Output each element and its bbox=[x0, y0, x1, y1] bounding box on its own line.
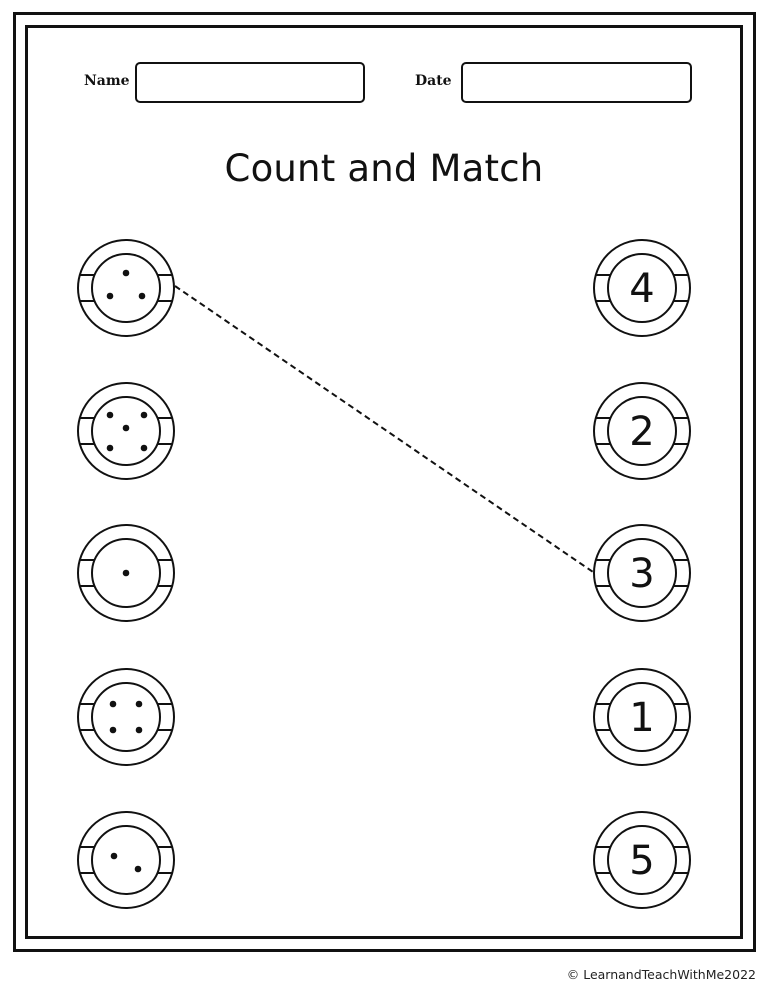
number-circle-4[interactable]: 4 bbox=[593, 239, 691, 337]
outer-page-border bbox=[13, 12, 756, 952]
dot-icon bbox=[135, 726, 143, 734]
dot-icon bbox=[109, 700, 117, 708]
dot-icon bbox=[135, 700, 143, 708]
number-label: 2 bbox=[629, 409, 654, 455]
number-label: 5 bbox=[629, 838, 654, 884]
dot-circle-4[interactable] bbox=[77, 668, 175, 766]
date-label: Date bbox=[415, 73, 452, 89]
number-label: 4 bbox=[629, 266, 654, 312]
dot-icon bbox=[122, 424, 130, 432]
dot-icon bbox=[122, 569, 130, 577]
copyright-text: © LearnandTeachWithMe2022 bbox=[566, 967, 756, 982]
dot-icon bbox=[138, 292, 146, 300]
dot-circle-1[interactable] bbox=[77, 239, 175, 337]
dot-circle-2[interactable] bbox=[77, 382, 175, 480]
number-circle-5[interactable]: 5 bbox=[593, 811, 691, 909]
name-field[interactable] bbox=[135, 62, 365, 103]
dot-circle-5[interactable] bbox=[77, 811, 175, 909]
dot-icon bbox=[106, 411, 114, 419]
dot-icon bbox=[110, 852, 118, 860]
number-column: 4 2 3 1 5 bbox=[593, 239, 691, 909]
page-title: Count and Match bbox=[224, 147, 544, 190]
number-circle-2[interactable]: 2 bbox=[593, 382, 691, 480]
name-label: Name bbox=[84, 73, 130, 89]
dot-icon bbox=[106, 444, 114, 452]
dot-icon bbox=[106, 292, 114, 300]
inner-page-border bbox=[25, 25, 743, 939]
dot-icon bbox=[134, 865, 142, 873]
number-circle-3[interactable]: 3 bbox=[593, 524, 691, 622]
dot-circle-3[interactable] bbox=[77, 524, 175, 622]
number-circle-1[interactable]: 1 bbox=[593, 668, 691, 766]
dot-icon bbox=[140, 411, 148, 419]
number-label: 1 bbox=[629, 695, 654, 741]
dot-column bbox=[77, 239, 175, 909]
number-label: 3 bbox=[629, 551, 654, 597]
example-match-line bbox=[174, 285, 594, 573]
dot-icon bbox=[122, 269, 130, 277]
dot-icon bbox=[140, 444, 148, 452]
date-field[interactable] bbox=[461, 62, 692, 103]
dot-icon bbox=[109, 726, 117, 734]
